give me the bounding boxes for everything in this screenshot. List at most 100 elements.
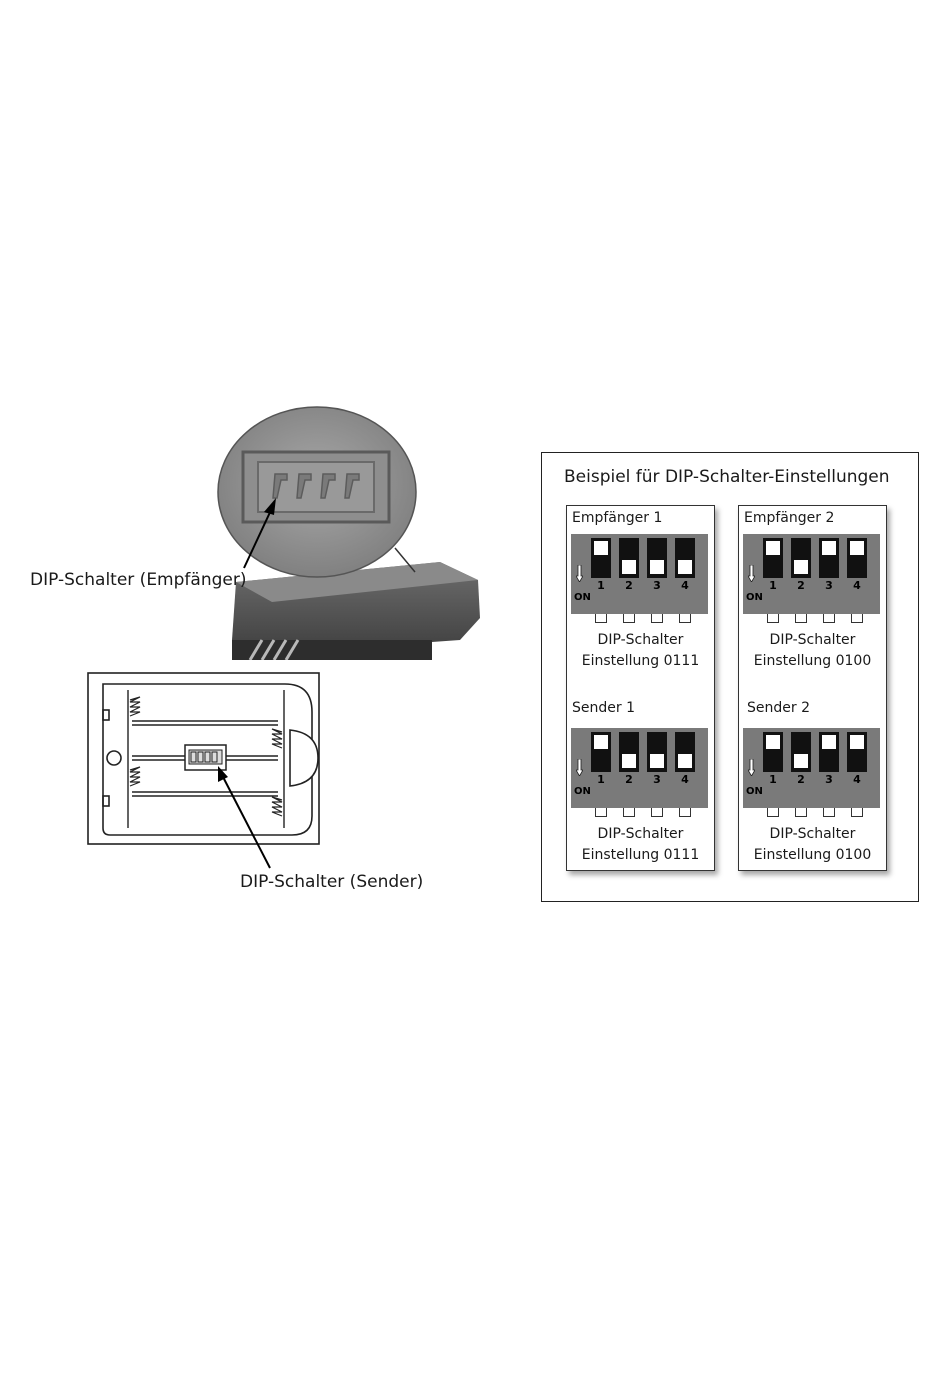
receiver-dip-label: DIP-Schalter (Empfänger) [30, 570, 246, 590]
dip-switch-3 [647, 538, 667, 578]
dip-switch-knob [622, 560, 636, 574]
dip-switch-knob [678, 560, 692, 574]
dip-switch-knob [678, 754, 692, 768]
dip-switch-number: 3 [819, 773, 839, 786]
on-arrow-icon [748, 759, 755, 776]
dip-switch-3 [647, 732, 667, 772]
caption-setting: Einstellung 0100 [738, 845, 887, 866]
dip-switch-knob [650, 754, 664, 768]
caption-title: DIP-Schalter [566, 824, 715, 845]
dip-switch-4 [847, 732, 867, 772]
panel-title: Beispiel für DIP-Schalter-Einstellungen [564, 467, 890, 487]
dip-switch-1 [591, 538, 611, 578]
dip-switch-receiver-1: 1234ON [571, 534, 708, 614]
on-arrow-icon [748, 565, 755, 582]
dip-switch-4 [675, 732, 695, 772]
dip-switch-number: 2 [791, 773, 811, 786]
dip-settings-panel: Beispiel für DIP-Schalter-Einstellungen … [541, 452, 919, 902]
dip-switch-2 [791, 538, 811, 578]
dip-switch-number: 3 [819, 579, 839, 592]
sender-dip-label: DIP-Schalter (Sender) [240, 872, 423, 892]
dip-pins [571, 808, 708, 818]
device-illustration [0, 400, 520, 920]
dip-switch-knob [850, 541, 864, 555]
dip-switch-knob [794, 754, 808, 768]
on-arrow-icon [576, 565, 583, 582]
caption-title: DIP-Schalter [738, 630, 887, 651]
dip-switch-1 [763, 732, 783, 772]
dip-switch-number: 3 [647, 579, 667, 592]
dip-pin [679, 808, 691, 817]
group-label-receiver-1: Empfänger 1 [572, 510, 662, 526]
dip-switch-knob [766, 735, 780, 749]
caption-setting: Einstellung 0111 [566, 845, 715, 866]
on-label: ON [574, 786, 591, 797]
dip-pin [851, 614, 863, 623]
on-arrow-icon [576, 759, 583, 776]
dip-switch-knob [822, 541, 836, 555]
dip-switch-number: 1 [591, 773, 611, 786]
dip-switch-number: 1 [763, 773, 783, 786]
on-label: ON [574, 592, 591, 603]
dip-pin [767, 808, 779, 817]
dip-pin [823, 808, 835, 817]
caption-title: DIP-Schalter [738, 824, 887, 845]
dip-pin [795, 808, 807, 817]
dip-switch-1 [591, 732, 611, 772]
dip-switch-number: 2 [619, 579, 639, 592]
dip-pin [651, 808, 663, 817]
dip-pins [743, 808, 880, 818]
magnifier-circle [218, 407, 416, 577]
dip-pins [571, 614, 708, 624]
dip-switch-number: 2 [619, 773, 639, 786]
dip-pin [595, 808, 607, 817]
caption-setting: Einstellung 0100 [738, 651, 887, 672]
dip-switch-number: 3 [647, 773, 667, 786]
dip-pin [651, 614, 663, 623]
dip-switch-knob [594, 735, 608, 749]
dip-switch-2 [619, 732, 639, 772]
dip-switch-1 [763, 538, 783, 578]
group-label-sender-2: Sender 2 [747, 700, 810, 716]
dip-switch-knob [766, 541, 780, 555]
on-label: ON [746, 786, 763, 797]
dip-pin [623, 808, 635, 817]
sender-compartment [88, 673, 319, 844]
dip-switch-number: 1 [591, 579, 611, 592]
dip-switch-4 [675, 538, 695, 578]
dip-switch-knob [794, 560, 808, 574]
dip-switch-number: 4 [847, 579, 867, 592]
group-label-receiver-2: Empfänger 2 [744, 510, 834, 526]
caption-receiver-1: DIP-Schalter Einstellung 0111 [566, 630, 715, 672]
dip-switch-knob [850, 735, 864, 749]
dip-pins [743, 614, 880, 624]
dip-pin [795, 614, 807, 623]
dip-pin [679, 614, 691, 623]
dip-switch-knob [822, 735, 836, 749]
dip-switch-number: 2 [791, 579, 811, 592]
caption-sender-2: DIP-Schalter Einstellung 0100 [738, 824, 887, 866]
dip-switch-knob [594, 541, 608, 555]
dip-switch-4 [847, 538, 867, 578]
dip-switch-2 [619, 538, 639, 578]
dip-pin [767, 614, 779, 623]
dip-switch-knob [622, 754, 636, 768]
caption-setting: Einstellung 0111 [566, 651, 715, 672]
dip-switch-number: 4 [675, 579, 695, 592]
dip-switch-3 [819, 732, 839, 772]
dip-pin [823, 614, 835, 623]
dip-switch-number: 4 [675, 773, 695, 786]
dip-switch-number: 1 [763, 579, 783, 592]
dip-pin [623, 614, 635, 623]
caption-title: DIP-Schalter [566, 630, 715, 651]
caption-receiver-2: DIP-Schalter Einstellung 0100 [738, 630, 887, 672]
dip-switch-2 [791, 732, 811, 772]
group-label-sender-1: Sender 1 [572, 700, 635, 716]
dip-pin [851, 808, 863, 817]
on-label: ON [746, 592, 763, 603]
